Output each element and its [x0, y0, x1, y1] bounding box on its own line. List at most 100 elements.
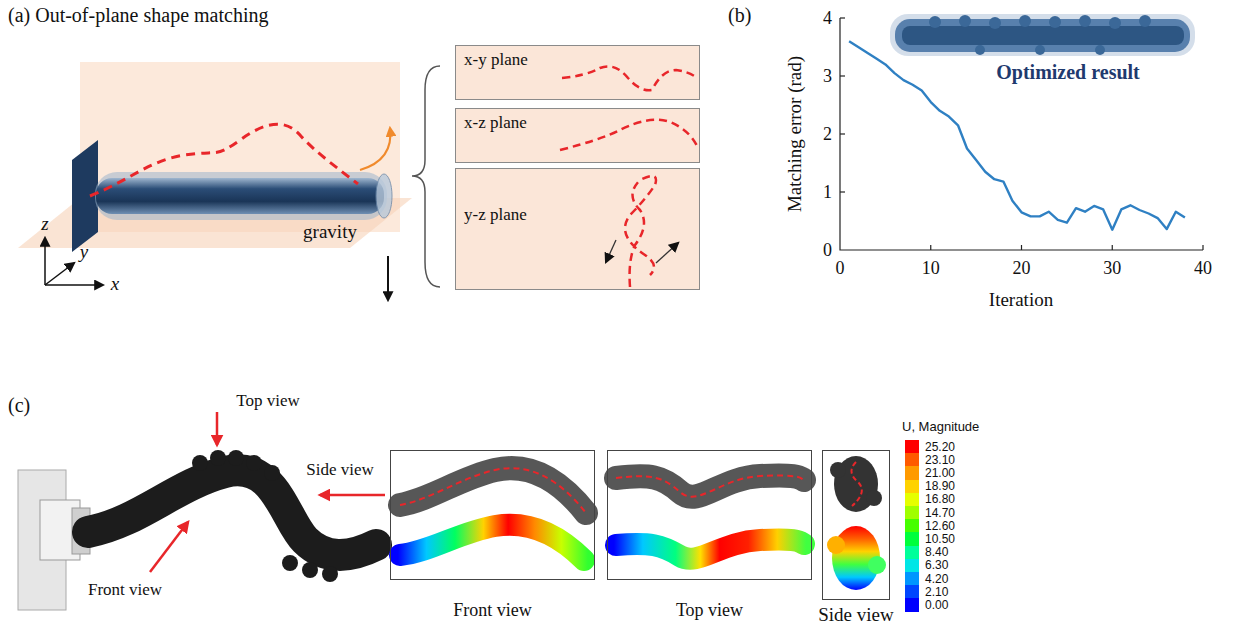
- robot-photo: [400, 468, 586, 513]
- bump: [1035, 45, 1045, 55]
- bump: [1139, 15, 1151, 27]
- legend-swatch: [905, 559, 919, 573]
- robot-photo: [616, 475, 804, 496]
- x-ticks: [931, 245, 1203, 250]
- tick-label: 1: [823, 182, 832, 203]
- bump: [1019, 15, 1031, 27]
- projection-box: y-z plane: [455, 168, 700, 290]
- legend-entry: 18.90: [905, 480, 975, 493]
- legend-swatch: [905, 466, 919, 480]
- tick: [1112, 245, 1113, 250]
- view-panel: Front view: [390, 450, 595, 622]
- tube-body: [96, 178, 384, 214]
- legend-value: 12.60: [925, 519, 955, 533]
- bump: [989, 17, 1001, 29]
- force-label: gravity: [303, 221, 357, 243]
- tube-end: [376, 174, 392, 218]
- legend-entry: 25.20: [905, 440, 975, 453]
- legend-value: 0.00: [925, 598, 948, 612]
- legend-entry: 0.00: [905, 598, 975, 611]
- target-curve: [400, 468, 586, 513]
- photo-frame: [390, 450, 595, 580]
- brace: [412, 66, 440, 287]
- legend-swatch: [905, 453, 919, 467]
- photo-frame: [822, 450, 890, 600]
- rotation-arrow: [360, 128, 390, 170]
- bump: [264, 465, 280, 481]
- legend-swatch: [905, 506, 919, 520]
- view-panel: Side view: [822, 450, 890, 627]
- xz-projection: [560, 120, 698, 150]
- tick-label: 3: [823, 66, 832, 87]
- panel-caption: Top view: [590, 600, 830, 622]
- tick-label: 0: [823, 240, 832, 261]
- tick: [840, 75, 845, 76]
- legend-entry: 10.50: [905, 532, 975, 545]
- box-label: y-z plane: [464, 205, 527, 225]
- legend-entry: 14.70: [905, 506, 975, 519]
- bump: [959, 15, 971, 27]
- direction-arrow: [656, 243, 678, 263]
- legend-swatch: [905, 440, 919, 454]
- bump: [1079, 15, 1091, 27]
- plane-ground: [455, 168, 700, 290]
- target-curve: [90, 124, 358, 196]
- bump: [868, 556, 886, 574]
- legend-entry: 6.30: [905, 559, 975, 572]
- tube-core: [902, 26, 1184, 45]
- view-arrow: [216, 412, 219, 445]
- result-label: Optimized result: [996, 61, 1140, 84]
- panel-title: (b): [728, 4, 751, 27]
- legend-entry: 12.60: [905, 519, 975, 532]
- axis-y: [45, 263, 74, 285]
- plane-ground: [455, 108, 700, 163]
- tick: [840, 133, 845, 134]
- view-arrow: [320, 494, 385, 497]
- bump: [1049, 16, 1061, 28]
- legend-entry: 23.10: [905, 453, 975, 466]
- legend-swatch: [905, 585, 919, 599]
- legend-entry: 4.20: [905, 572, 975, 585]
- legend-swatch: [905, 532, 919, 546]
- view-label: Top view: [236, 391, 300, 411]
- legend-entry: 2.10: [905, 585, 975, 598]
- gravity-arrow: [387, 256, 389, 300]
- view-label: Front view: [88, 580, 162, 600]
- soft-robot: [88, 470, 376, 555]
- vertical-plane: [80, 62, 400, 232]
- legend-value: 23.10: [925, 453, 955, 467]
- bump: [228, 450, 244, 466]
- tube-bumps: [929, 15, 1151, 55]
- panel-title: (a) Out-of-plane shape matching: [8, 4, 268, 27]
- box-label: x-y plane: [464, 50, 528, 70]
- yz-projection: [625, 176, 656, 287]
- axis-x: [45, 284, 103, 286]
- tick-label: 4: [823, 8, 832, 29]
- legend-value: 18.90: [925, 479, 955, 493]
- target-curve: [616, 475, 804, 496]
- panel-caption: Front view: [373, 600, 613, 622]
- legend-value: 10.50: [925, 532, 955, 546]
- fe-result: [400, 525, 584, 560]
- plane-ground: [455, 45, 700, 100]
- photo-frame: [607, 450, 812, 580]
- legend-value: 8.40: [925, 545, 948, 559]
- projection-box: x-z plane: [455, 108, 700, 163]
- optimized-tube: [890, 14, 1195, 56]
- error-curve: [849, 41, 1185, 230]
- bump: [827, 536, 845, 554]
- legend-swatch: [905, 493, 919, 507]
- legend-value: 16.80: [925, 492, 955, 506]
- bump: [830, 462, 846, 478]
- tick: [1021, 245, 1022, 250]
- legend-value: 14.70: [925, 506, 955, 520]
- legend-entry: 16.80: [905, 493, 975, 506]
- legend-swatch: [905, 598, 919, 612]
- y-ticks: [840, 18, 845, 192]
- tick: [1202, 245, 1203, 250]
- axis-name: y: [80, 241, 88, 263]
